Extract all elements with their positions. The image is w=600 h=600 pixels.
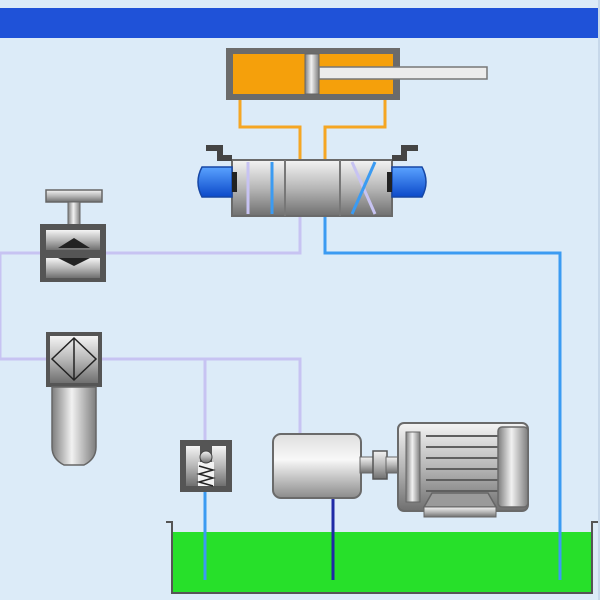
double-acting-cylinder bbox=[226, 48, 488, 100]
return-lines bbox=[203, 201, 562, 580]
filter bbox=[46, 332, 102, 466]
pressure-line-a bbox=[238, 100, 302, 173]
left-actuator-bracket bbox=[206, 145, 232, 161]
motor-base bbox=[422, 492, 498, 508]
valve-ball bbox=[199, 450, 213, 464]
four-way-solenoid-valve bbox=[197, 145, 427, 217]
relief-valve bbox=[180, 440, 232, 492]
right-actuator-bracket bbox=[392, 145, 418, 161]
tank-fluid bbox=[173, 532, 591, 592]
piston-rod bbox=[318, 66, 488, 80]
electric-motor bbox=[397, 422, 529, 518]
frame-edge bbox=[598, 0, 600, 600]
piston bbox=[304, 53, 320, 95]
hydraulic-pump bbox=[272, 433, 401, 499]
pressure-line-b bbox=[323, 100, 387, 173]
header-bar bbox=[0, 8, 600, 38]
motor-fan-cover bbox=[497, 426, 529, 508]
tank-wall bbox=[166, 521, 598, 594]
pressure-gauge bbox=[40, 189, 106, 282]
oil-tank bbox=[166, 521, 598, 594]
valve-spring bbox=[196, 465, 216, 487]
